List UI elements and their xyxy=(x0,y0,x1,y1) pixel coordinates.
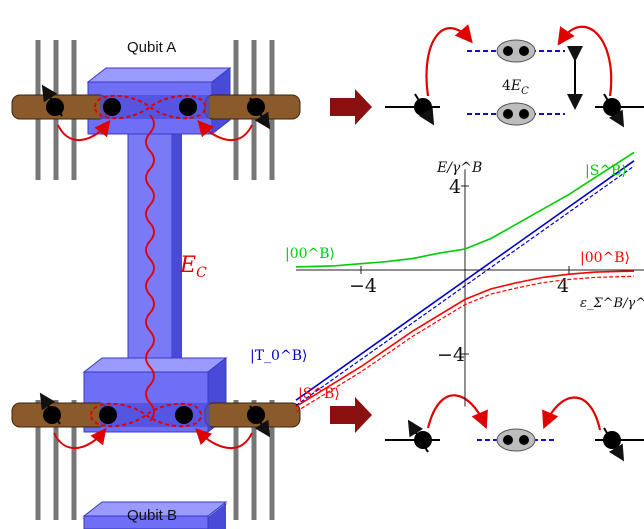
y-tick-label-0: 4 xyxy=(449,176,461,198)
splitting-label: 4EC xyxy=(502,78,529,97)
cotunnel-loop-a xyxy=(93,94,207,120)
electrons-b xyxy=(39,392,271,438)
right-arrow-bottom-icon xyxy=(330,397,372,433)
series-line-dashed-1 xyxy=(295,275,635,413)
y-axis-label: E/γ^B xyxy=(436,160,482,176)
legend-label-2: |T_0^B⟩ xyxy=(250,348,307,364)
energy-chart: −4 4 4 −4 E/γ^B ε_Σ^B/γ^B |S^B⟩ |00^B⟩ |T_0^B⟩ |S… xyxy=(250,151,644,413)
schematic-top xyxy=(385,24,644,128)
series-line-1 xyxy=(295,270,635,408)
qubit-a-label: Qubit A xyxy=(127,39,176,56)
electrons-a xyxy=(41,84,271,130)
legend-label-left-00: |00^B⟩ xyxy=(285,246,335,262)
coupler-side xyxy=(172,118,182,418)
legend-label-3: |S^B⟩ xyxy=(298,386,340,402)
qubit-b-label: Qubit B xyxy=(127,507,177,524)
series-line-2 xyxy=(295,160,635,401)
series-line-0 xyxy=(295,151,635,268)
schematic-bottom xyxy=(385,394,644,462)
box-b-top-face xyxy=(82,357,228,373)
tunnel-arrows-left xyxy=(53,119,253,450)
y-tick-label-1: −4 xyxy=(437,344,465,366)
series-line-dashed-2 xyxy=(295,165,635,406)
box-b-side xyxy=(208,504,226,529)
legend-label-0: |S^B⟩ xyxy=(585,163,627,179)
cotunnel-loop-b xyxy=(89,402,203,428)
box-a-top xyxy=(86,67,232,83)
legend-label-1: |00^B⟩ xyxy=(580,250,630,266)
x-axis-label: ε_Σ^B/γ^B xyxy=(580,296,644,311)
x-tick-label-0: −4 xyxy=(349,275,377,297)
right-arrow-top-icon xyxy=(330,89,372,125)
coupling-label: EC xyxy=(179,253,207,281)
coupling-wave xyxy=(145,114,155,422)
x-tick-label-1: 4 xyxy=(557,275,569,297)
